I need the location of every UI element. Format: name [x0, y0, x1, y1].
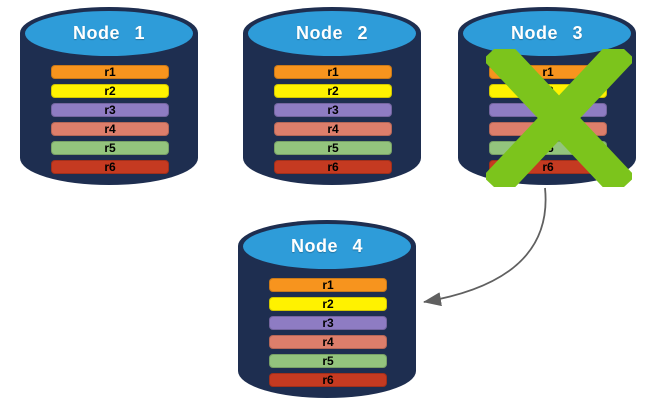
node-title: Node 3	[510, 23, 583, 43]
row-r3: r3	[51, 103, 169, 117]
row-r5: r5	[274, 141, 392, 155]
node-title: Node 2	[295, 23, 368, 43]
row-r3: r3	[274, 103, 392, 117]
row-r6: r6	[51, 160, 169, 174]
row-r2: r2	[274, 84, 392, 98]
node-title: Node 1	[72, 23, 145, 43]
row-r5: r5	[269, 354, 387, 368]
row-r4: r4	[274, 122, 392, 136]
row-r4: r4	[269, 335, 387, 349]
failure-x-icon	[486, 49, 632, 187]
node-2: Node 2 r1 r2 r3 r4 r5 r6	[243, 7, 421, 185]
node-4: Node 4 r1 r2 r3 r4 r5 r6	[238, 220, 416, 398]
node-3: Node 3 r1 r2 r3 r4 r5 r6	[458, 7, 636, 187]
partition-rows: r1 r2 r3 r4 r5 r6	[51, 65, 169, 174]
cylinder-top: Node 1	[25, 11, 193, 56]
row-r5: r5	[51, 141, 169, 155]
row-r4: r4	[51, 122, 169, 136]
row-r1: r1	[269, 278, 387, 292]
row-r1: r1	[274, 65, 392, 79]
cylinder-top: Node 3	[463, 11, 631, 56]
row-r3: r3	[269, 316, 387, 330]
node-1: Node 1 r1 r2 r3 r4 r5 r6	[20, 7, 198, 185]
row-r6: r6	[274, 160, 392, 174]
arrow-curve	[423, 187, 547, 307]
node-title: Node 4	[290, 236, 363, 256]
row-r2: r2	[269, 297, 387, 311]
row-r1: r1	[51, 65, 169, 79]
cylinder-top: Node 2	[248, 11, 416, 56]
row-r6: r6	[269, 373, 387, 387]
partition-rows: r1 r2 r3 r4 r5 r6	[269, 278, 387, 387]
row-r2: r2	[51, 84, 169, 98]
partition-rows: r1 r2 r3 r4 r5 r6	[274, 65, 392, 174]
cylinder-top: Node 4	[243, 224, 411, 269]
